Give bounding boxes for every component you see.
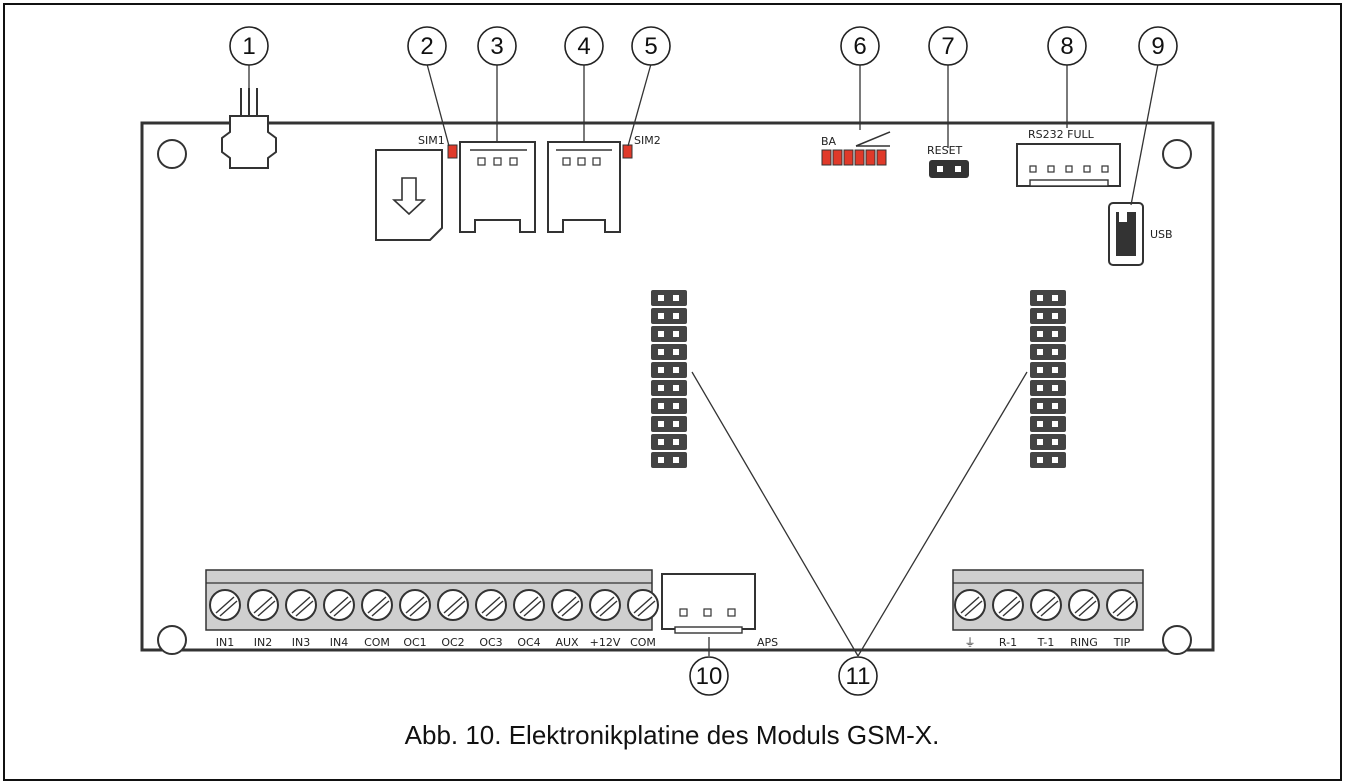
mounting-hole-top-left (157, 139, 187, 169)
callout-number: 11 (846, 663, 871, 690)
callout-number: 3 (490, 33, 503, 60)
callout-circle (689, 656, 729, 696)
terminal-block-telephone (952, 569, 1144, 631)
pin-pair (651, 290, 687, 306)
sim2-label: SIM2 (634, 134, 661, 147)
antenna-connector (221, 88, 277, 169)
pin-pair (1030, 452, 1066, 468)
terminal-label: IN1 (216, 636, 234, 649)
callout-number: 7 (941, 33, 954, 60)
terminal-label: OC1 (403, 636, 426, 649)
reset-label: RESET (927, 144, 963, 157)
terminal-label: RING (1070, 636, 1098, 649)
sim1-led (447, 144, 458, 159)
terminal-label: ⏚ (965, 636, 976, 649)
sim-card-icon (375, 149, 443, 241)
callout-circle (631, 26, 671, 66)
mounting-hole-bottom-right (1162, 625, 1192, 655)
callout-number: 9 (1151, 33, 1164, 60)
terminal-label: R-1 (999, 636, 1017, 649)
sim1-label: SIM1 (418, 134, 445, 147)
callout-circle (838, 656, 878, 696)
sim1-holder (459, 141, 536, 233)
pin-pair (651, 380, 687, 396)
terminal-label: T-1 (1037, 636, 1055, 649)
terminal-label: OC2 (441, 636, 464, 649)
signal-strength-wedge (855, 131, 891, 147)
callout-number: 10 (696, 663, 723, 690)
pin-pair (1030, 326, 1066, 342)
terminal-label: IN2 (254, 636, 272, 649)
leader-lines (248, 63, 1159, 657)
callout-number: 2 (420, 33, 433, 60)
mounting-hole-top-right (1162, 139, 1192, 169)
sim2-holder (547, 141, 621, 233)
pin-pair (1030, 416, 1066, 432)
rs232-connector (1016, 143, 1121, 187)
callout-number: 6 (853, 33, 866, 60)
pin-pair (651, 308, 687, 324)
callout-markers: 1 2 3 4 5 6 7 8 9 10 11 (229, 26, 1178, 696)
callout-circle (1047, 26, 1087, 66)
figure-caption: Abb. 10. Elektronikplatine des Moduls GS… (405, 720, 940, 750)
terminal-label: IN3 (292, 636, 310, 649)
pin-pair (1030, 290, 1066, 306)
pin-pair (1030, 362, 1066, 378)
callout-circle (407, 26, 447, 66)
aps-connector (661, 573, 756, 634)
callout-circle (477, 26, 517, 66)
pin-pair (1030, 308, 1066, 324)
callout-circle (1138, 26, 1178, 66)
pin-pair (651, 398, 687, 414)
pin-pair (651, 344, 687, 360)
rs232-label: RS232 FULL (1028, 128, 1095, 141)
mounting-hole-bottom-left (157, 625, 187, 655)
pin-pair (1030, 434, 1066, 450)
terminal-label: COM (630, 636, 656, 649)
callout-circle (928, 26, 968, 66)
ba-led-bar (821, 149, 887, 166)
terminal-label: TIP (1113, 636, 1131, 649)
pin-pair (1030, 344, 1066, 360)
terminal-label: AUX (555, 636, 579, 649)
terminal-label: COM (364, 636, 390, 649)
aps-label: APS (757, 636, 778, 649)
terminal-label: +12V (590, 636, 621, 649)
callout-number: 8 (1060, 33, 1073, 60)
pin-pair (651, 362, 687, 378)
pin-pair (1030, 380, 1066, 396)
terminal-label: OC3 (479, 636, 502, 649)
pin-pair (651, 434, 687, 450)
callout-circle (229, 26, 269, 66)
pin-pair (651, 416, 687, 432)
callout-number: 4 (577, 33, 590, 60)
callout-circle (564, 26, 604, 66)
pin-pair (651, 452, 687, 468)
callout-number: 5 (644, 33, 657, 60)
sim2-led (622, 144, 633, 159)
pin-header-left (651, 290, 687, 468)
usb-port (1108, 202, 1144, 266)
pin-pair (1030, 398, 1066, 414)
callout-circle (840, 26, 880, 66)
pin-pair (651, 326, 687, 342)
pin-header-right (1030, 290, 1066, 468)
terminal-label: IN4 (330, 636, 348, 649)
terminal-label: OC4 (517, 636, 540, 649)
ba-label: BA (821, 135, 837, 148)
reset-pins (929, 160, 969, 178)
callout-number: 1 (242, 33, 255, 60)
terminal-block-inputs-outputs (205, 569, 659, 631)
usb-label: USB (1150, 228, 1173, 241)
